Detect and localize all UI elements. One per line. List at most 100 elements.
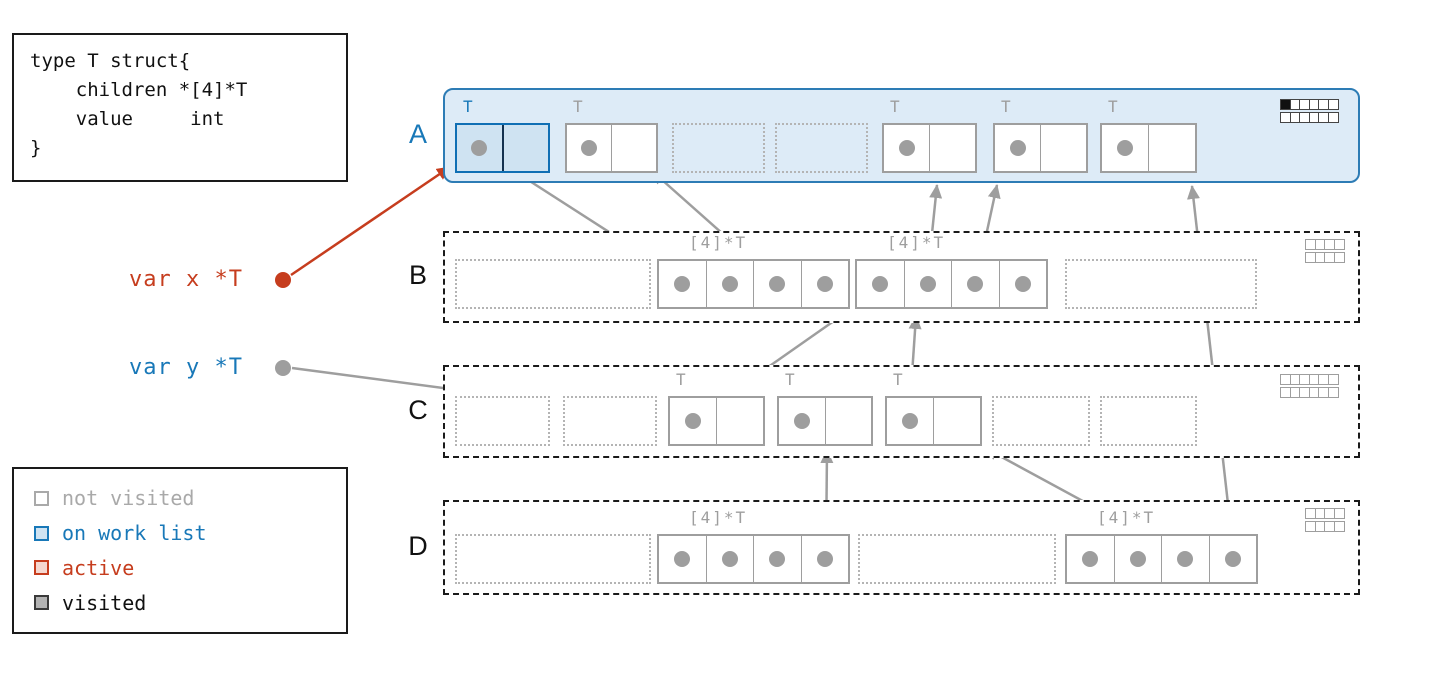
field-cell <box>670 398 716 444</box>
legend-item-active: active <box>34 556 326 580</box>
legend-item-not-visited: not visited <box>34 486 326 510</box>
field-cell <box>457 125 502 171</box>
heap-row-label-b: B <box>408 260 427 290</box>
pointer-dot <box>872 276 889 292</box>
legend-item-visited: visited <box>34 591 326 615</box>
var-y-dot <box>275 360 291 376</box>
object-b3 <box>855 259 1048 309</box>
pointer-dot <box>685 413 701 429</box>
field-cell <box>1161 536 1209 582</box>
type-label: T <box>893 370 905 389</box>
bitmap-row <box>1305 508 1345 519</box>
field-cell <box>824 398 872 444</box>
bitmap-cell <box>1333 521 1345 532</box>
mark-bitmap-icon <box>1305 508 1345 534</box>
type-label: [4]*T <box>887 233 946 252</box>
field-cell <box>884 125 929 171</box>
bitmap-row <box>1280 387 1339 398</box>
pointer-dot <box>1014 276 1031 292</box>
free-slot <box>455 259 651 309</box>
pointer-dot <box>967 276 984 292</box>
pointer-dot <box>1009 140 1026 156</box>
bitmap-row <box>1305 252 1345 263</box>
free-slot <box>455 396 550 446</box>
pointer-dot <box>898 140 915 156</box>
object-a1 <box>455 123 550 173</box>
bitmap-cell <box>1327 112 1339 123</box>
bitmap-row <box>1305 239 1345 250</box>
object-c3 <box>668 396 765 446</box>
legend-box: not visited on work list active visited <box>12 467 348 634</box>
field-cell <box>779 398 825 444</box>
field-cell <box>659 536 706 582</box>
bitmap-cell <box>1333 239 1345 250</box>
object-a6 <box>993 123 1088 173</box>
pointer-dot <box>1129 551 1146 567</box>
object-b2 <box>657 259 850 309</box>
pointer-dot <box>793 413 810 429</box>
mark-bitmap-icon <box>1305 239 1345 265</box>
pointer-dot <box>721 276 738 292</box>
not-visited-swatch-icon <box>34 490 49 506</box>
type-label: T <box>676 370 688 389</box>
field-cell <box>951 261 999 307</box>
pointer-dot <box>1082 551 1099 567</box>
legend-label: not visited <box>62 486 195 511</box>
field-cell <box>1113 536 1162 582</box>
field-cell <box>903 261 952 307</box>
active-swatch-icon <box>34 560 49 576</box>
mark-bitmap-icon <box>1280 99 1339 125</box>
legend-label: on work list <box>62 521 207 546</box>
object-a5 <box>882 123 977 173</box>
field-cell <box>501 125 549 171</box>
heap-row-label-c: C <box>408 394 428 425</box>
pointer-dot <box>674 551 691 567</box>
pointer-dot <box>581 140 597 156</box>
type-definition-code: type T struct{ children *[4]*T value int… <box>30 50 248 159</box>
bitmap-cell <box>1327 387 1339 398</box>
type-label: [4]*T <box>1097 508 1156 527</box>
object-a2 <box>565 123 658 173</box>
field-cell <box>929 125 975 171</box>
field-cell <box>1102 125 1148 171</box>
type-label: [4]*T <box>689 233 748 252</box>
bitmap-row <box>1280 374 1339 385</box>
pointer-dot <box>769 551 786 567</box>
field-cell <box>800 536 849 582</box>
object-c5 <box>885 396 982 446</box>
field-cell <box>1208 536 1257 582</box>
heap-row-label-a: A <box>408 118 427 149</box>
field-cell <box>1148 125 1195 171</box>
type-label: T <box>1001 97 1013 116</box>
mark-bitmap-icon <box>1280 374 1339 400</box>
field-cell <box>933 398 980 444</box>
object-d4 <box>1065 534 1258 584</box>
field-cell <box>1067 536 1114 582</box>
free-slot <box>775 123 868 173</box>
bitmap-row <box>1305 521 1345 532</box>
free-slot <box>563 396 657 446</box>
pointer-dot <box>721 551 738 567</box>
var-x-label: var x *T <box>129 267 243 292</box>
field-cell <box>716 398 763 444</box>
pointer-dot <box>816 551 833 567</box>
bitmap-cell <box>1333 508 1345 519</box>
pointer-dot <box>471 140 488 156</box>
pointer-dot <box>816 276 833 292</box>
var-y-label: var y *T <box>129 355 243 380</box>
pointer-dot <box>1177 551 1194 567</box>
bitmap-row <box>1280 99 1339 110</box>
pointer-arrow-var-x-to-A1 <box>290 165 451 277</box>
field-cell <box>998 261 1047 307</box>
heap-row-label-d: D <box>408 530 428 561</box>
visited-swatch-icon <box>34 595 49 611</box>
field-cell <box>705 536 754 582</box>
field-cell <box>800 261 849 307</box>
object-c4 <box>777 396 873 446</box>
free-slot <box>455 534 651 584</box>
free-slot <box>672 123 765 173</box>
type-label: [4]*T <box>689 508 748 527</box>
legend-label: visited <box>62 590 147 615</box>
pointer-dot <box>769 276 786 292</box>
bitmap-cell <box>1333 252 1345 263</box>
